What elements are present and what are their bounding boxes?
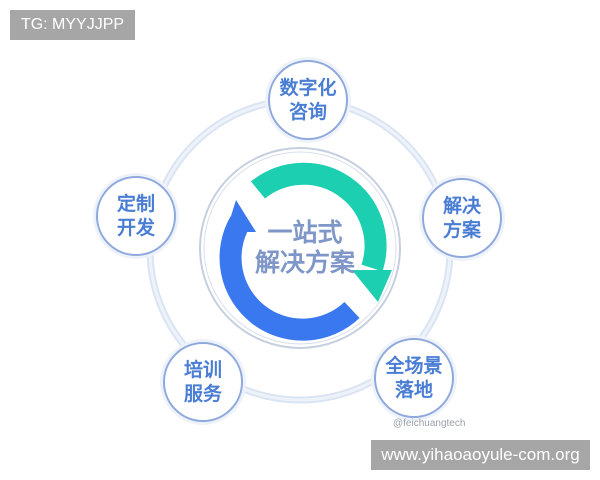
node-label: 全场景 <box>385 355 443 377</box>
node-label: 数字化 <box>279 77 337 99</box>
center-label-line2: 解决方案 <box>254 248 355 277</box>
node-training[interactable]: 培训 服务 <box>163 342 243 422</box>
node-label: 方案 <box>442 219 481 241</box>
node-label: 培训 <box>183 359 222 381</box>
teal-arrow-icon <box>251 162 387 272</box>
node-digital-consulting[interactable]: 数字化 咨询 <box>268 60 348 140</box>
node-label: 定制 <box>116 193 155 215</box>
center-label: 一站式 解决方案 <box>250 218 360 278</box>
center-label-line1: 一站式 <box>267 218 343 247</box>
node-custom-dev[interactable]: 定制 开发 <box>96 176 176 256</box>
node-solution[interactable]: 解决 方案 <box>422 178 502 258</box>
node-label: 开发 <box>116 217 155 239</box>
node-label: 服务 <box>183 383 222 405</box>
node-full-scenario[interactable]: 全场景 落地 <box>374 338 454 418</box>
blue-arrow-icon <box>219 216 360 341</box>
node-label: 解决 <box>442 195 481 217</box>
watermark-bottom: www.yihaoaoyule-com.org <box>371 440 590 470</box>
node-label: 落地 <box>394 379 433 401</box>
credit-text: @feichuangtech <box>393 418 466 429</box>
watermark-top: TG: MYYJJPP <box>10 10 135 40</box>
node-label: 咨询 <box>288 101 327 123</box>
